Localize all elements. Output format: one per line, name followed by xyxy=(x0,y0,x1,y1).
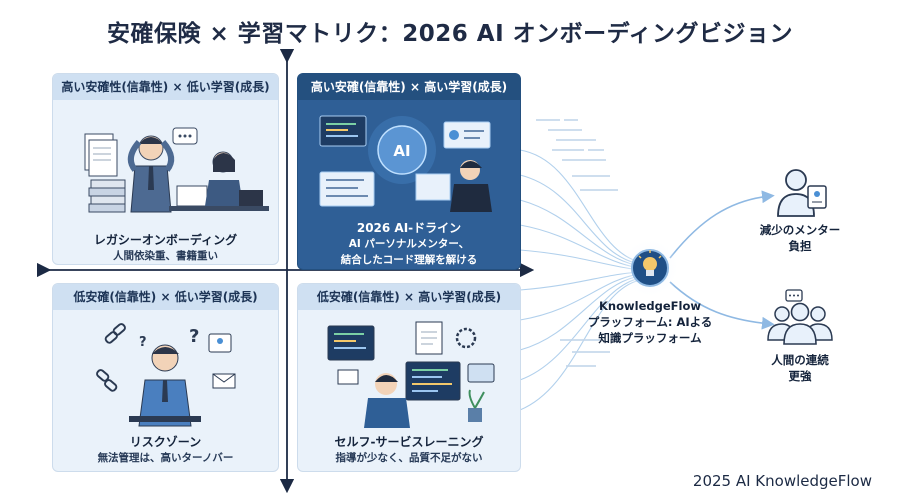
quadrant-caption: セルフ-サービスレーニング 指導が少なく、品質不足がない xyxy=(298,434,520,466)
team-icon xyxy=(767,289,833,345)
page-title: 安確保険 × 学習マトリク：2026 AI オンボーディングビジョン xyxy=(106,21,794,47)
platform-line-3: 知識プラッフォーム xyxy=(598,331,702,345)
code-fragments xyxy=(536,119,618,367)
outcome-1-line-1: 減少のメンター xyxy=(759,223,841,237)
outcome-arrows xyxy=(669,190,775,330)
quadrant-header: 高い安確性(信靠性) × 低い学習(成長) xyxy=(53,74,278,100)
footer-brand: 2025 AI KnowledgeFlow xyxy=(692,472,872,490)
platform-node xyxy=(620,238,680,298)
platform-label: KnowledgeFlow プラッフォーム: AIよる 知識プラッフォーム xyxy=(560,298,740,346)
quadrant-bottom-right: 低安確(信靠性) × 高い学習(成長) セルフ-サービスレーニング 指導が少なく… xyxy=(297,283,521,472)
lightbulb-icon xyxy=(638,250,662,276)
self-learning-illustration xyxy=(327,321,495,428)
outcome-2-line-1: 人間の連続 xyxy=(771,353,829,367)
ai-mentor-illustration: AI xyxy=(319,115,492,212)
platform-line-2: プラッフォーム: AIよる xyxy=(587,315,713,329)
caption-line-1: 2026 AI-ドライン xyxy=(356,221,462,235)
svg-text:?: ? xyxy=(189,326,199,347)
caption-main: セルフ-サービスレーニング xyxy=(334,435,484,449)
svg-text:?: ? xyxy=(139,335,147,350)
caption-main: レガシーオンボーディング xyxy=(93,233,238,247)
quadrant-bottom-left: 低安確(信靠性) × 低い学習(成長) ? ? リスクゾーン 無法管理は、高いタ… xyxy=(52,283,279,472)
stressed-worker-illustration xyxy=(84,127,269,213)
quadrant-top-left: 高い安確性(信靠性) × 低い学習(成長) レガシーオンボーディング 人間依染重… xyxy=(52,73,279,265)
svg-text:AI: AI xyxy=(393,142,410,160)
confused-worker-illustration: ? ? xyxy=(96,323,236,427)
caption-line-3: 結合したコード理解を解ける xyxy=(340,254,478,266)
outcome-2-line-2: 更強 xyxy=(788,369,812,383)
caption-main: リスクゾーン xyxy=(129,435,202,449)
quadrant-header: 高い安確(信靠性) × 高い学習(成長) xyxy=(298,74,520,100)
caption-sub: 指導が少なく、品質不足がない xyxy=(335,452,483,464)
outcome-1-line-2: 負担 xyxy=(788,239,812,253)
platform-line-1: KnowledgeFlow xyxy=(599,299,701,313)
caption-sub: 無法管理は、高いターノバー xyxy=(97,452,234,464)
quadrant-top-right: 高い安確(信靠性) × 高い学習(成長) AI 2026 AI-ドライン AI … xyxy=(297,73,521,270)
mentor-icon xyxy=(777,169,827,217)
quadrant-caption: 2026 AI-ドライン AI パーソナルメンター、 結合したコード理解を解ける xyxy=(298,220,520,268)
quadrant-caption: リスクゾーン 無法管理は、高いターノバー xyxy=(53,434,278,466)
caption-sub: 人間依染重、書籍重い xyxy=(113,250,218,262)
outcome-label-2: 人間の連続 更強 xyxy=(735,352,865,384)
quadrant-header: 低安確(信靠性) × 高い学習(成長) xyxy=(298,284,520,310)
quadrant-header: 低安確(信靠性) × 低い学習(成長) xyxy=(53,284,278,310)
caption-line-2: AI パーソナルメンター、 xyxy=(348,238,470,250)
outcome-label-1: 減少のメンター 負担 xyxy=(735,222,865,254)
quadrant-caption: レガシーオンボーディング 人間依染重、書籍重い xyxy=(53,232,278,264)
